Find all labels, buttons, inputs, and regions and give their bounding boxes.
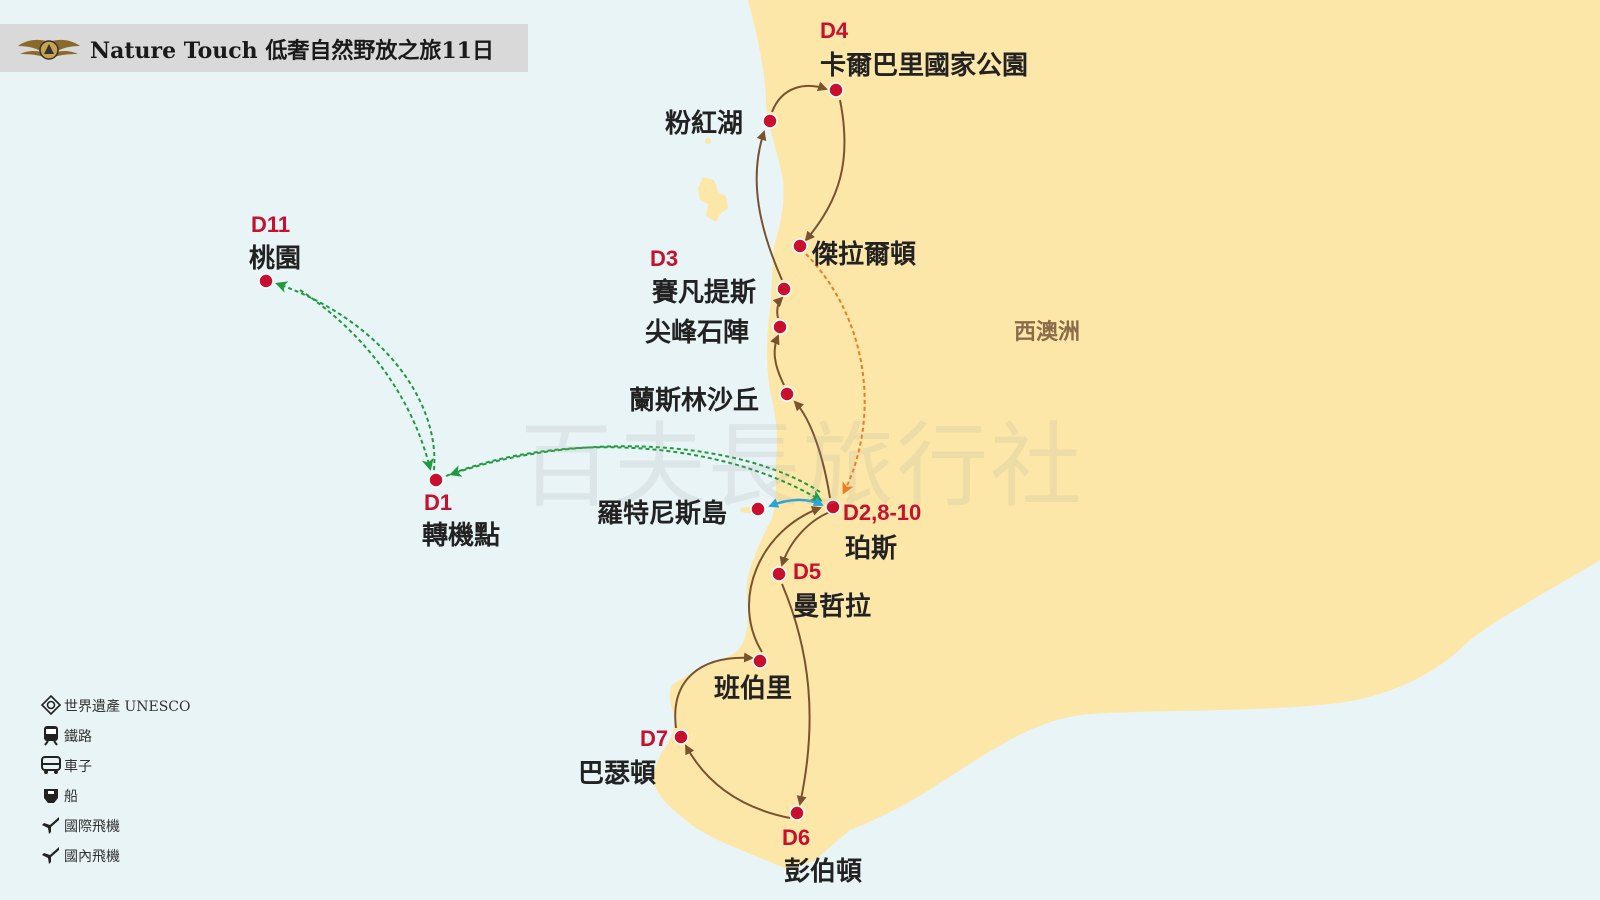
place-label-lancelin: 蘭斯林沙丘 [629, 385, 760, 415]
map-legend: 世界遺產 UNESCO 鐵路 車子 [40, 694, 210, 874]
plane-icon [42, 817, 59, 834]
stop-dot-taoyuan [258, 273, 274, 289]
stop-dot-geraldton [792, 238, 808, 254]
stop-dot-transit [428, 472, 444, 488]
land-mass [653, 0, 1600, 870]
page-title: Nature Touch 低奢自然野放之旅11日 [90, 38, 494, 64]
ship-icon [44, 789, 58, 803]
stop-dot-bunbury [752, 653, 768, 669]
route-dom-geraldton-perth [805, 253, 866, 495]
bus-icon [41, 756, 61, 774]
place-label-transit: 轉機點 [422, 520, 501, 550]
route-car-kalbarri-geraldton [804, 99, 846, 242]
legend-row-intl: 國際飛機 [40, 814, 210, 844]
stop-dot-lancelin [779, 386, 795, 402]
place-label-rottnest: 羅特尼斯島 [597, 498, 728, 528]
route-boat-perth-rottnest [768, 496, 824, 508]
stop-dot-pinnacles [772, 319, 788, 335]
place-label-perth: 珀斯 [845, 533, 898, 563]
place-label-cervantes: 賽凡提斯 [652, 277, 757, 307]
island [698, 177, 728, 222]
stop-dot-pinklake [762, 113, 778, 129]
place-label-pemberton: 彭伯頓 [784, 856, 863, 886]
title-bar: Nature Touch 低奢自然野放之旅11日 [0, 24, 528, 72]
legend-row-boat: 船 [40, 784, 210, 814]
unesco-icon [40, 694, 62, 716]
legend-label-car: 車子 [64, 759, 92, 775]
route-car-pinklake-kalbarri [771, 81, 828, 113]
legend-row-dom: 國內飛機 [40, 844, 210, 874]
train-icon [44, 726, 58, 746]
day-label-cervantes: D3 [650, 246, 679, 271]
stop-dot-perth [825, 499, 841, 515]
legend-label-rail: 鐵路 [64, 729, 92, 745]
legend-row-rail: 鐵路 [40, 724, 210, 754]
route-car-perth-lancelin [793, 400, 831, 499]
place-label-bunbury: 班伯里 [714, 673, 793, 703]
legend-row-car: 車子 [40, 754, 210, 784]
route-car-mandurah-pemberton [781, 583, 811, 806]
day-label-busselton: D7 [640, 726, 669, 751]
plane-icon [42, 847, 59, 864]
place-label-taoyuan: 桃園 [249, 243, 302, 273]
day-label-taoyuan: D11 [251, 212, 291, 237]
day-label-mandurah: D5 [793, 559, 822, 584]
route-intl-transit-perth [445, 446, 823, 502]
route-car-perth-mandurah [779, 511, 831, 567]
day-label-perth: D2,8-10 [843, 500, 922, 525]
watermark: 百夫長旅行社 [520, 413, 1085, 520]
stop-dot-rottnest [750, 501, 766, 517]
stop-dot-mandurah [771, 566, 787, 582]
route-intl-transit-taoyuan [275, 281, 436, 471]
route-intl-taoyuan-transit [299, 289, 434, 471]
place-label-geraldton: 傑拉爾頓 [812, 239, 917, 269]
place-label-kalbarri: 卡爾巴里國家公園 [820, 50, 1029, 80]
route-car-pinnacles-cervantes [772, 296, 784, 319]
legend-label-unesco: 世界遺產 UNESCO [64, 699, 191, 715]
route-intl-perth-transit [449, 445, 821, 493]
legend-row-unesco: 世界遺產 UNESCO [40, 694, 210, 724]
route-car-bunbury-perth [748, 506, 822, 653]
region-label: 西澳洲 [1014, 319, 1081, 345]
stop-dot-cervantes [776, 281, 792, 297]
wing-logo-icon [18, 39, 80, 60]
place-label-pinnacles: 尖峰石陣 [645, 317, 750, 347]
day-label-transit: D1 [424, 490, 453, 515]
day-label-pemberton: D6 [782, 825, 811, 850]
route-car-cervantes-pinklake [755, 130, 783, 281]
place-label-mandurah: 曼哲拉 [793, 591, 872, 621]
place-label-pinklake: 粉紅湖 [665, 108, 744, 138]
day-label-kalbarri: D4 [820, 18, 849, 43]
route-car-lancelin-pinnacles [770, 334, 785, 386]
stop-dot-pemberton [789, 805, 805, 821]
stop-dot-kalbarri [828, 82, 844, 98]
legend-label-dom: 國內飛機 [64, 849, 120, 865]
island [705, 138, 711, 144]
place-label-busselton: 巴瑟頓 [578, 758, 657, 788]
legend-label-boat: 船 [64, 789, 78, 805]
legend-label-intl: 國際飛機 [64, 819, 120, 835]
route-car-pemberton-busselton [685, 744, 791, 819]
route-car-busselton-bunbury [674, 652, 754, 729]
stop-dot-busselton [673, 729, 689, 745]
